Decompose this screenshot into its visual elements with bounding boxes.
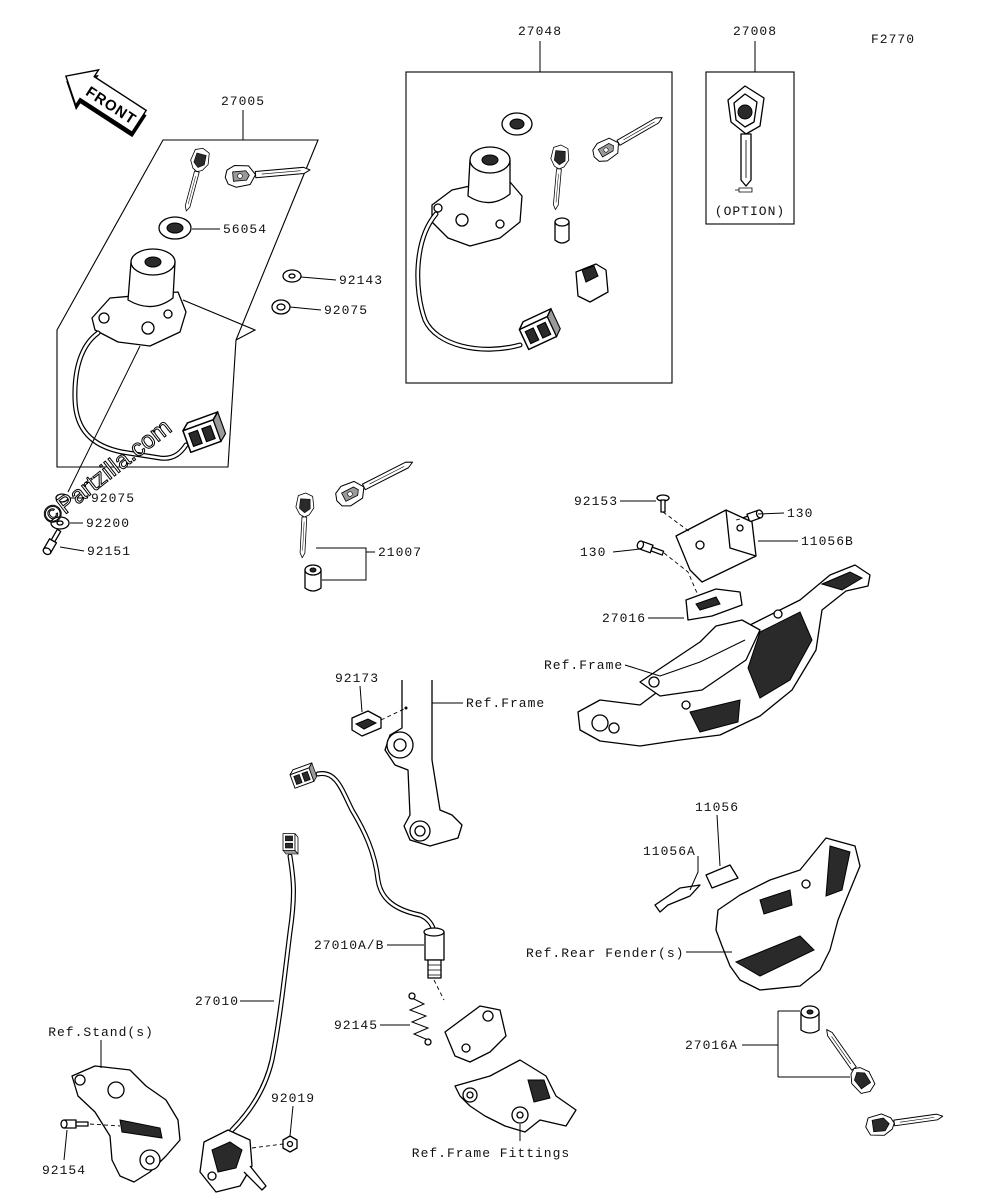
front-arrow-icon: FRONT [64,68,148,138]
callout-ref-frame-fittings: Ref.Frame Fittings [412,1146,570,1161]
leader-line [689,856,699,891]
leader-line [742,1010,850,1078]
clip-11056A [654,884,701,913]
leader-line [716,814,721,867]
kit-frame-27005 [56,139,319,468]
lock-part-27016 [685,588,743,621]
callout-27010: 27010 [195,994,239,1009]
callout-92153: 92153 [574,494,618,509]
spring-92145 [408,992,432,1046]
leader-line [63,1129,68,1161]
callout-ref-rear-fender: Ref.Rear Fender(s) [526,946,684,961]
callout-labels: 27048 27008 27005 56054 92143 92075 9207… [42,24,854,1178]
watermark: ©Partzilla.com [38,414,177,531]
callout-27016A: 27016A [685,1038,738,1053]
ignition-switch-assembly-27005 [72,145,312,461]
clip-92173 [351,710,382,737]
frame-reference-top [577,564,871,747]
leader-lines [59,41,850,1161]
key-set-21007 [292,451,419,592]
leader-line [59,546,85,552]
kit-box-27048 [405,71,673,384]
callout-92075-left: 92075 [91,491,135,506]
key-blank-27008 [727,85,765,193]
callout-92151: 92151 [87,544,131,559]
callout-ref-frame-center: Ref.Frame [466,696,545,711]
bolt-92151 [41,527,64,557]
bolt-130-left [635,539,665,558]
frame-reference-center [384,680,463,847]
switch-27010 [199,1129,267,1193]
clip-11056 [705,864,739,889]
callout-92019: 92019 [271,1091,315,1106]
leader-line [316,547,375,581]
callout-92145: 92145 [334,1018,378,1033]
nut-92019 [282,1135,298,1153]
callout-92154: 92154 [42,1163,86,1178]
ignition-switch-set-27048 [415,108,668,352]
lock-set-27016A [800,1005,945,1139]
rear-fender-reference [715,837,861,991]
callout-130-right: 130 [787,506,813,521]
stand-reference [71,1065,181,1183]
leader-line [757,512,785,515]
leader-line [359,685,363,713]
callout-92075-top: 92075 [324,303,368,318]
washer-92200 [50,516,70,530]
callout-ref-stand: Ref.Stand(s) [48,1025,154,1040]
callout-27016: 27016 [602,611,646,626]
bolt-92154 [60,1119,89,1129]
callout-27010AB: 27010A/B [314,938,384,953]
callout-27008: 27008 [733,24,777,39]
leader-line [300,276,337,281]
leader-line [289,1105,294,1137]
screw-92153 [656,494,670,513]
frame-fittings-reference [444,1005,577,1133]
callout-27048: 27048 [518,24,562,39]
callout-130-left: 130 [580,545,606,560]
callout-11056B: 11056B [801,534,854,549]
callout-92173: 92173 [335,671,379,686]
callout-92143: 92143 [339,273,383,288]
callout-11056A: 11056A [643,844,696,859]
washer-92075 [55,493,69,503]
callout-21007: 21007 [378,545,422,560]
key-symbol-icon [735,187,753,193]
leader-line [289,306,322,311]
callout-11056: 11056 [695,800,739,815]
callout-27005: 27005 [221,94,265,109]
leader-line [624,664,661,677]
kit-box-27008 [705,71,795,225]
callout-56054: 56054 [223,222,267,237]
callout-ref-frame-right: Ref.Frame [544,658,623,673]
bracket-11056B [675,509,757,583]
callout-92200: 92200 [86,516,130,531]
leader-line [612,548,641,553]
figure-code: F2770 [871,32,915,47]
callout-option: (OPTION) [715,204,785,219]
